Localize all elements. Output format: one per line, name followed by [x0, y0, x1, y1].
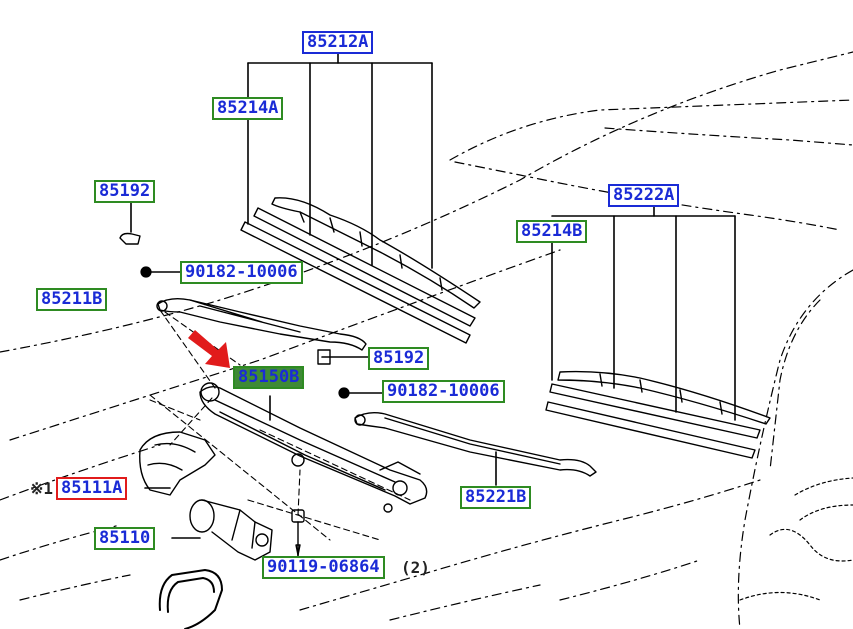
part-label-85211B[interactable]: 85211B	[36, 288, 108, 311]
body-outline	[0, 51, 853, 629]
part-label-85150B[interactable]: 85150B	[233, 366, 305, 389]
leader-85212A	[247, 53, 433, 269]
left-blade	[240, 197, 481, 344]
right-arm	[354, 411, 597, 477]
part-label-90182-10006-top[interactable]: 90182-10006	[180, 261, 303, 284]
part-label-85192-mid[interactable]: 85192	[368, 347, 430, 370]
part-label-90119-06864[interactable]: 90119-06864	[262, 556, 385, 579]
right-blade	[545, 370, 771, 459]
part-label-85110[interactable]: 85110	[94, 527, 156, 550]
part-label-85192-top[interactable]: 85192	[94, 180, 156, 203]
leader-85222A	[551, 206, 736, 421]
note-mark: ※1	[30, 479, 54, 498]
gasket	[158, 569, 223, 629]
part-label-85214A[interactable]: 85214A	[212, 97, 284, 120]
part-label-85221B[interactable]: 85221B	[460, 486, 532, 509]
left-arm	[156, 297, 367, 351]
part-label-90182-10006-mid[interactable]: 90182-10006	[382, 380, 505, 403]
part-label-85111A[interactable]: 85111A	[56, 477, 128, 500]
part-label-85212A[interactable]: 85212A	[302, 31, 374, 54]
part-label-85214B[interactable]: 85214B	[516, 220, 588, 243]
part-label-85222A[interactable]: 85222A	[608, 184, 680, 207]
motor-cover	[139, 431, 216, 496]
quantity-note: (2)	[401, 558, 430, 577]
body-detail	[739, 477, 853, 601]
red-arrow-indicator	[188, 330, 230, 368]
wiper-linkage	[199, 382, 428, 513]
wiper-motor	[189, 499, 273, 561]
